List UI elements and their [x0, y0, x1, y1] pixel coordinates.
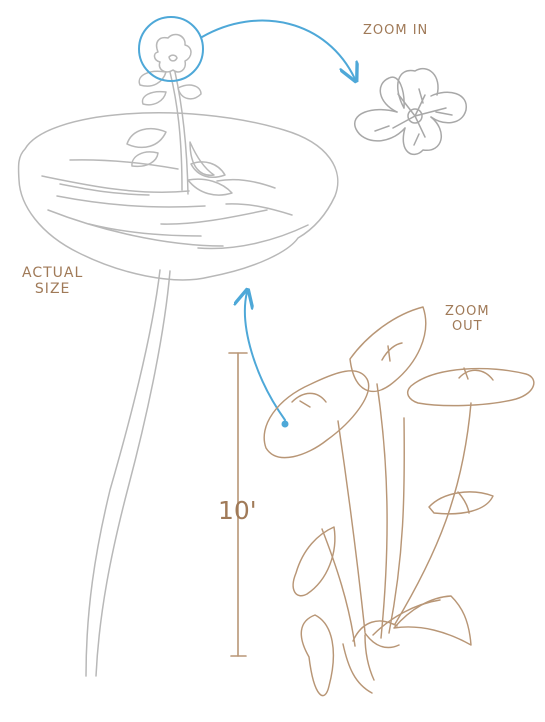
zoom-out-line-2: OUT — [445, 320, 490, 335]
bottom-right-leaf — [394, 596, 471, 645]
bottom-left-leaf — [301, 615, 333, 696]
small-flower-bud — [154, 34, 191, 72]
actual-size-label: ACTUAL SIZE — [22, 265, 83, 297]
height-label: 10' — [218, 497, 257, 526]
top-right-leaf — [178, 85, 201, 99]
upper-stem — [170, 72, 182, 190]
long-stem — [86, 270, 160, 676]
zoom-out-arrow — [245, 292, 285, 420]
zoomed-flower — [355, 69, 467, 155]
zoom-in-arrow — [202, 21, 355, 79]
actual-size-line-2: SIZE — [22, 281, 83, 297]
zoom-in-label: ZOOM IN — [363, 24, 428, 39]
lower-left-leaf — [293, 527, 335, 596]
right-round-leaf — [408, 369, 534, 406]
actual-size-line-1: ACTUAL — [22, 265, 83, 281]
actual-size-plant — [19, 34, 338, 676]
zoom-out-label: ZOOM OUT — [445, 305, 490, 335]
zoom-out-dot — [282, 421, 289, 428]
zoom-out-line-1: ZOOM — [445, 305, 490, 320]
large-leaf-outline — [19, 113, 338, 280]
zoom-out-plants — [264, 307, 534, 696]
